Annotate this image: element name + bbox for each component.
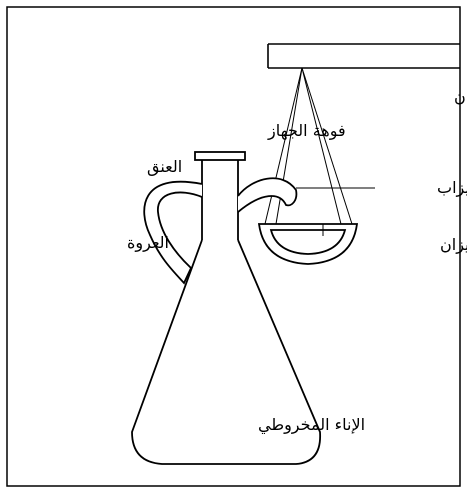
balance-strings — [264, 67, 353, 225]
label-device-mouth: فوهة الجهاز — [267, 121, 346, 141]
label-balance-arm: ذراع الميزان — [454, 87, 467, 107]
vessel-spout — [237, 177, 298, 213]
label-conical-vessel: الإناء المخروطي — [258, 415, 365, 435]
balance-arm — [267, 43, 460, 69]
label-handle: العروة — [127, 233, 169, 253]
conical-vessel — [131, 151, 321, 465]
label-spout: الميزاب — [437, 178, 467, 198]
vessel-handle — [143, 180, 203, 285]
label-neck: العنق — [147, 157, 182, 177]
balance-pan — [257, 223, 359, 265]
diagram-frame — [6, 6, 461, 487]
label-balance-pan: كفّة الميزان — [440, 235, 467, 255]
